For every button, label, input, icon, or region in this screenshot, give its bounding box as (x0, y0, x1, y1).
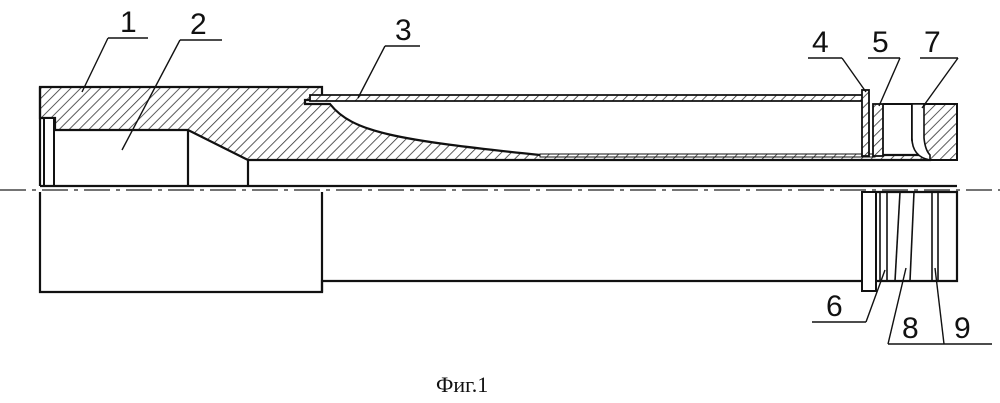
tube-part-3 (310, 95, 867, 101)
leader-3-arrow (358, 46, 385, 98)
label-8: 8 (902, 312, 919, 345)
leader-4-arrow (842, 58, 866, 92)
flange-part-4 (862, 90, 869, 156)
leader-7-arrow (922, 58, 958, 108)
figure-caption: Фиг.1 (436, 372, 488, 397)
label-9: 9 (954, 312, 971, 345)
leader-9-arrow (935, 268, 944, 344)
label-1: 1 (120, 6, 137, 39)
body-exterior-view (40, 192, 862, 292)
end-exterior-view (876, 192, 957, 281)
flange-view-part-6 (862, 192, 876, 291)
inner-liner (540, 154, 875, 157)
inlet-ring-part-2 (44, 118, 54, 186)
leader-1-arrow (82, 38, 108, 92)
label-4: 4 (812, 26, 829, 59)
label-5: 5 (872, 26, 889, 59)
insert-part-5 (873, 104, 883, 156)
label-7: 7 (924, 26, 941, 59)
label-3: 3 (395, 14, 412, 47)
taper-line-part-8-a (895, 192, 900, 281)
label-6: 6 (826, 290, 843, 323)
label-2: 2 (190, 8, 207, 41)
leader-5-arrow (879, 58, 900, 106)
taper-line-part-8-b (910, 192, 914, 281)
